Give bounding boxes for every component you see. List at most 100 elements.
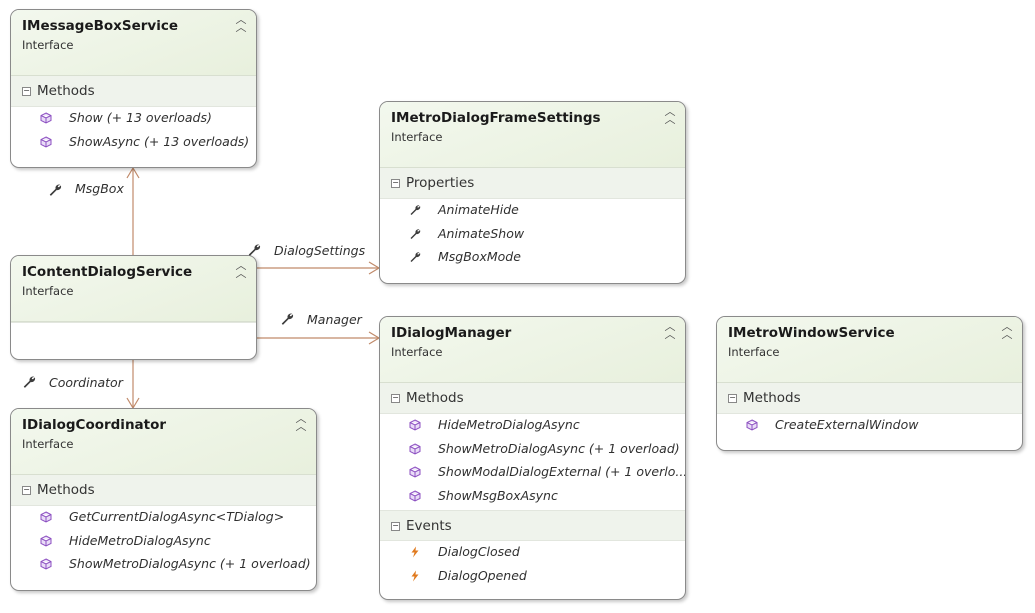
methods-section-header[interactable]: − Methods: [11, 475, 316, 506]
section-label: Events: [406, 518, 452, 534]
method-item[interactable]: ShowMetroDialogAsync (+ 1 overload): [380, 438, 685, 462]
method-cube-icon: [40, 558, 52, 570]
msgbox-arrowhead: [126, 166, 140, 179]
property-item[interactable]: MsgBoxMode: [380, 246, 685, 270]
event-item[interactable]: DialogOpened: [380, 565, 685, 589]
property-name: AnimateHide: [438, 202, 519, 217]
imetrowindowservice-header: IMetroWindowService Interface ︿︿: [717, 317, 1022, 383]
section-collapse-toggle-icon[interactable]: −: [391, 521, 400, 531]
wrench-icon: [248, 244, 261, 256]
method-cube-icon: [40, 534, 52, 547]
collapse-chevron-icon[interactable]: ︿︿: [664, 320, 676, 341]
event-name: DialogOpened: [438, 567, 527, 583]
method-cube-icon: [746, 419, 758, 431]
event-item[interactable]: DialogClosed: [380, 541, 685, 565]
method-name: ShowAsync (+ 13 overloads): [69, 133, 250, 149]
method-item[interactable]: Show (+ 13 overloads): [11, 107, 256, 131]
manager-association-label[interactable]: Manager: [307, 312, 362, 327]
methods-section-header[interactable]: − Methods: [380, 383, 685, 414]
property-name: AnimateShow: [438, 225, 525, 241]
wrench-icon: [410, 252, 421, 262]
imessageboxservice-box[interactable]: IMessageBoxService Interface ︿︿ − Method…: [10, 9, 257, 168]
collapse-chevron-icon[interactable]: ︿︿: [295, 412, 307, 433]
method-cube-icon: [409, 466, 421, 478]
coordinator-association-label[interactable]: Coordinator: [49, 375, 123, 390]
box-stereotype: Interface: [391, 345, 443, 359]
wrench-icon: [23, 376, 36, 388]
icontentdialogservice-box[interactable]: IContentDialogService Interface ︿︿: [10, 255, 257, 360]
method-cube-icon: [40, 511, 52, 523]
idialogmanager-header: IDialogManager Interface ︿︿: [380, 317, 685, 383]
section-collapse-toggle-icon[interactable]: −: [391, 178, 400, 188]
empty-members-section: [11, 322, 256, 359]
box-title: IMetroWindowService: [728, 325, 895, 341]
box-title: IMetroDialogFrameSettings: [391, 110, 601, 126]
imetrodialogframesettings-header: IMetroDialogFrameSettings Interface ︿︿: [380, 102, 685, 168]
method-name: ShowMetroDialogAsync (+ 1 overload): [69, 556, 311, 571]
methods-section-header[interactable]: − Methods: [11, 76, 256, 107]
method-item[interactable]: ShowAsync (+ 13 overloads): [11, 131, 256, 155]
section-label: Methods: [37, 482, 95, 498]
box-stereotype: Interface: [728, 345, 780, 359]
box-stereotype: Interface: [391, 130, 443, 144]
box-title: IMessageBoxService: [22, 18, 179, 34]
property-name: MsgBoxMode: [438, 249, 521, 264]
section-collapse-toggle-icon[interactable]: −: [22, 86, 31, 96]
method-cube-icon: [409, 489, 421, 502]
properties-section-header[interactable]: − Properties: [380, 168, 685, 199]
method-cube-icon: [409, 442, 421, 455]
method-cube-icon: [40, 112, 52, 124]
dialogsettings-association-label[interactable]: DialogSettings: [274, 243, 366, 258]
section-collapse-toggle-icon[interactable]: −: [728, 393, 737, 403]
section-collapse-toggle-icon[interactable]: −: [22, 485, 31, 495]
section-label: Methods: [743, 390, 801, 406]
method-item[interactable]: ShowMsgBoxAsync: [380, 485, 685, 509]
msgbox-association-label[interactable]: MsgBox: [75, 181, 124, 196]
imessageboxservice-header: IMessageBoxService Interface ︿︿: [11, 10, 256, 76]
method-item[interactable]: ShowModalDialogExternal (+ 1 overlo...: [380, 461, 685, 485]
box-stereotype: Interface: [22, 284, 74, 298]
method-item[interactable]: HideMetroDialogAsync: [380, 414, 685, 438]
method-name: ShowMsgBoxAsync: [438, 487, 558, 503]
method-cube-icon: [409, 419, 421, 431]
method-name: CreateExternalWindow: [775, 417, 919, 432]
property-item[interactable]: AnimateShow: [380, 223, 685, 247]
section-label: Methods: [37, 83, 95, 99]
method-cube-icon: [40, 135, 52, 148]
wrench-icon: [410, 205, 421, 215]
idialogmanager-box[interactable]: IDialogManager Interface ︿︿ − Methods Hi…: [379, 316, 686, 600]
method-item[interactable]: CreateExternalWindow: [717, 414, 1022, 438]
idialogcoordinator-box[interactable]: IDialogCoordinator Interface ︿︿ − Method…: [10, 408, 317, 591]
method-name: HideMetroDialogAsync: [438, 417, 580, 432]
collapse-chevron-icon[interactable]: ︿︿: [664, 105, 676, 126]
section-label: Methods: [406, 390, 464, 406]
section-label: Properties: [406, 175, 475, 191]
wrench-icon: [410, 228, 421, 239]
box-stereotype: Interface: [22, 437, 74, 451]
box-title: IDialogCoordinator: [22, 417, 167, 433]
method-item[interactable]: ShowMetroDialogAsync (+ 1 overload): [11, 553, 316, 577]
method-item[interactable]: HideMetroDialogAsync: [11, 530, 316, 554]
lightning-bolt-icon: [411, 570, 419, 581]
method-name: ShowModalDialogExternal (+ 1 overlo...: [438, 464, 686, 479]
methods-section-header[interactable]: − Methods: [717, 383, 1022, 414]
method-name: HideMetroDialogAsync: [69, 532, 211, 548]
imetrowindowservice-box[interactable]: IMetroWindowService Interface ︿︿ − Metho…: [716, 316, 1023, 451]
wrench-icon: [49, 184, 62, 196]
section-collapse-toggle-icon[interactable]: −: [391, 393, 400, 403]
event-name: DialogClosed: [438, 544, 520, 559]
method-item[interactable]: GetCurrentDialogAsync<TDialog>: [11, 506, 316, 530]
collapse-chevron-icon[interactable]: ︿︿: [235, 259, 247, 280]
method-name: GetCurrentDialogAsync<TDialog>: [69, 509, 285, 524]
wrench-icon: [281, 313, 294, 325]
box-stereotype: Interface: [22, 38, 74, 52]
lightning-bolt-icon: [411, 546, 419, 558]
method-name: ShowMetroDialogAsync (+ 1 overload): [438, 440, 680, 456]
property-item[interactable]: AnimateHide: [380, 199, 685, 223]
collapse-chevron-icon[interactable]: ︿︿: [1001, 320, 1013, 341]
box-title: IContentDialogService: [22, 264, 193, 280]
collapse-chevron-icon[interactable]: ︿︿: [235, 13, 247, 34]
events-section-header[interactable]: − Events: [380, 510, 685, 541]
method-name: Show (+ 13 overloads): [69, 110, 212, 125]
imetrodialogframesettings-box[interactable]: IMetroDialogFrameSettings Interface ︿︿ −…: [379, 101, 686, 284]
